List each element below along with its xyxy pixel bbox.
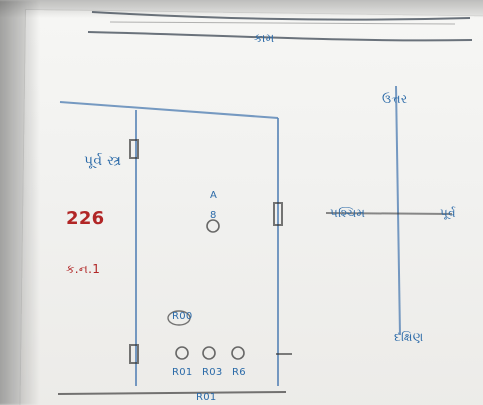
mark-left-top [129,139,139,159]
mark-right-mid [273,202,283,226]
bottom-label-oval [167,310,191,326]
center-circle [206,219,220,233]
compass-north: ઉત્તર [382,92,408,106]
bottom-circle-1 [175,346,189,360]
bottom-oval-label: R00 [172,311,193,322]
compass-east: પૂર્વ [440,206,456,220]
left-shadow [0,0,40,405]
compass-horizontal [325,212,453,215]
top-band-dashes [109,21,456,25]
compass-south: દક્ષિણ [394,330,424,344]
bottom-label-1: R01 [172,367,193,378]
bottom-text-mid: R01 [196,392,217,403]
mark-left-bottom [129,344,139,364]
center-circle-label: 8 [210,210,217,221]
top-band-line [91,11,471,21]
top-band-label: કામ [254,31,275,45]
tag-left: ક.ન.1 [66,262,101,276]
node-top: A [210,190,218,201]
bottom-circle-2 [202,346,216,360]
label-top-left: પૂર્વ સ્ત્ર [84,153,122,169]
compass-west: પશ્ચિમ [330,206,366,220]
ground-line [57,391,287,395]
bottom-label-3: R6 [232,367,246,378]
top-band-line [87,31,473,42]
bottom-label-2: R03 [202,367,223,378]
compass-vertical [395,85,401,336]
bottom-circle-3 [231,346,245,360]
outline-top-line [59,101,279,119]
number: 226 [66,208,105,229]
